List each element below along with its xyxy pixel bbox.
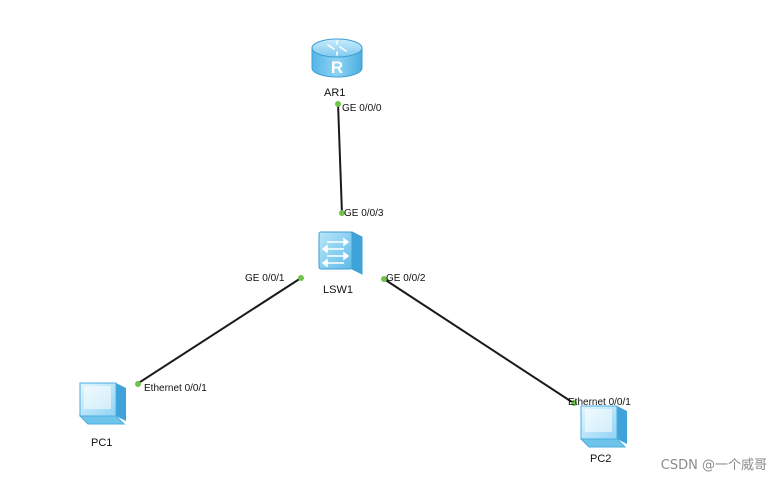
router-label: AR1 [324,87,345,99]
pc2-label: PC2 [590,453,611,465]
switch-icon [318,231,363,275]
port-label-pc1-eth001: Ethernet 0/0/1 [144,383,207,394]
watermark-text: CSDN @一个威哥 [660,458,767,473]
port-dot-lsw1-ge003 [339,210,345,216]
port-label-ar1-ge000: GE 0/0/0 [342,103,382,114]
port-label-lsw1-ge003: GE 0/0/3 [344,208,384,219]
link-ar1-lsw1[interactable] [337,102,343,215]
link-lsw1-pc2[interactable] [383,278,576,405]
port-dot-pc2-eth001 [571,400,577,406]
port-dot-lsw1-ge002 [381,276,387,282]
pc-pc2[interactable]: PC2 [579,405,627,465]
pc-icon [579,405,627,448]
switch-label: LSW1 [323,284,353,296]
port-labels: GE 0/0/0 GE 0/0/3 GE 0/0/1 GE 0/0/2 Ethe… [144,103,631,408]
port-dots [135,101,577,406]
switch-lsw1[interactable]: LSW1 [318,231,363,296]
pc-icon [78,382,126,425]
port-dot-ar1-ge000 [335,101,341,107]
links [136,102,576,405]
pc1-label: PC1 [91,437,112,449]
port-label-pc2-eth001: Ethernet 0/0/1 [568,397,631,408]
router-glyph: R [331,58,343,77]
router-icon: R [311,38,363,78]
port-label-lsw1-ge001: GE 0/0/1 [245,273,285,284]
port-label-lsw1-ge002: GE 0/0/2 [386,273,426,284]
link-lsw1-pc1[interactable] [136,277,302,385]
port-dot-pc1-eth001 [135,381,141,387]
router-ar1[interactable]: R AR1 [311,38,363,99]
port-dot-lsw1-ge001 [298,275,304,281]
pc-pc1[interactable]: PC1 [78,382,126,449]
